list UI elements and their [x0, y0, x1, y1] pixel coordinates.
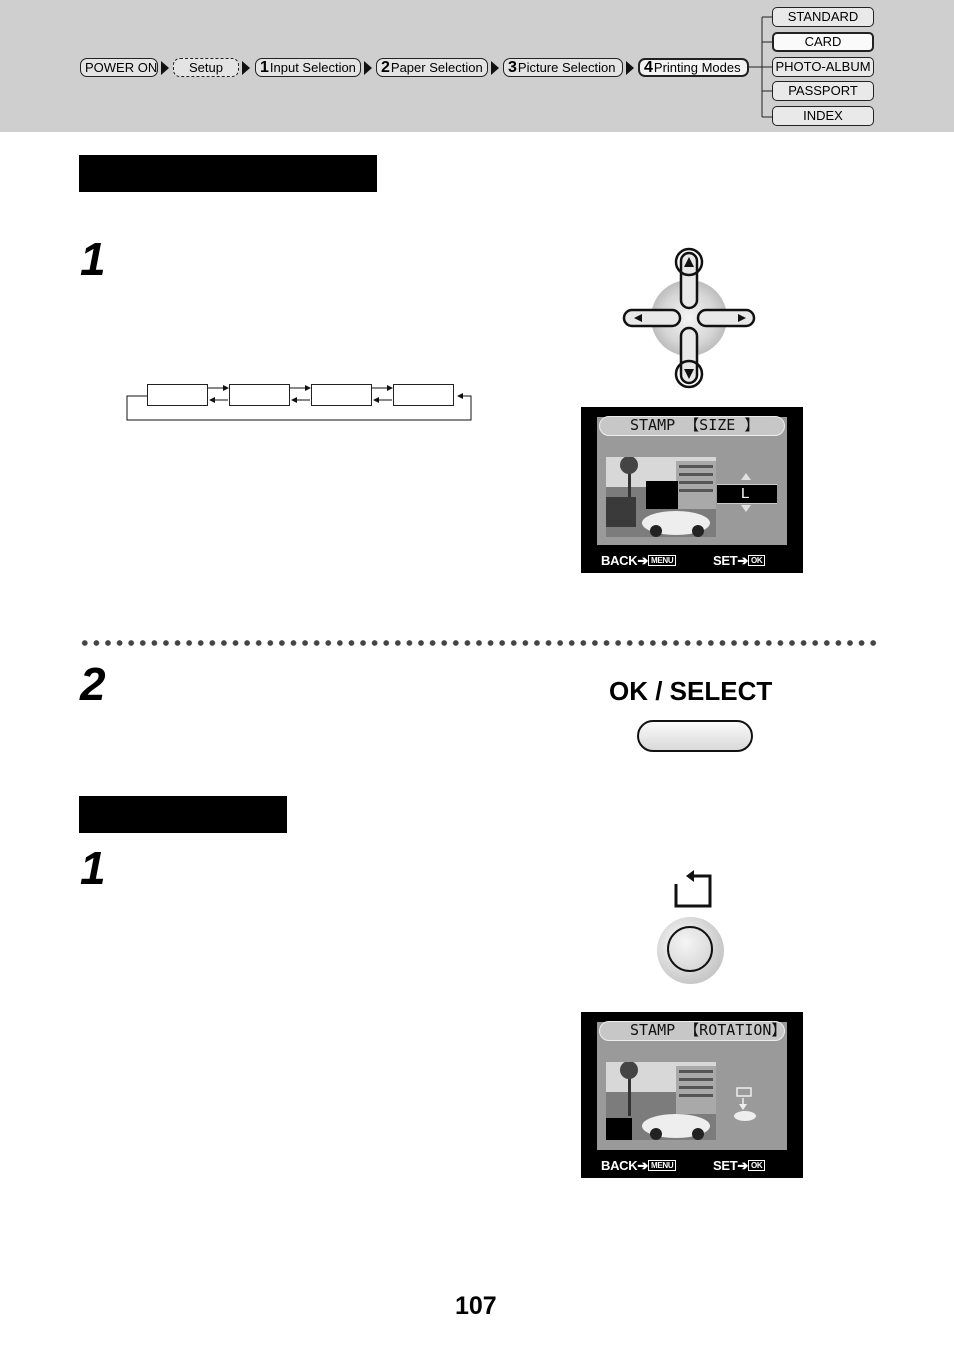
lcd-screen-size: STAMP 【SIZE 】 L BACK➔MENU SET➔OK: [581, 407, 803, 573]
flow-box: [393, 384, 454, 406]
breadcrumb-picture-selection: 3 Picture Selection: [503, 58, 623, 77]
size-value-field: L: [717, 484, 777, 504]
flow-box: [147, 384, 208, 406]
rotate-button-bezel: [657, 917, 724, 984]
flow-box: [311, 384, 372, 406]
set-label: SET: [713, 553, 738, 568]
lcd-back-hint: BACK➔MENU: [601, 1158, 677, 1174]
breadcrumb-arrow-icon: [364, 61, 372, 75]
lcd-title: STAMP 【SIZE 】: [599, 416, 785, 436]
breadcrumb-label: Setup: [189, 60, 223, 75]
breadcrumb-power-on: POWER ON: [80, 58, 158, 77]
step-number: 1: [80, 842, 106, 894]
breadcrumb-label: Picture Selection: [517, 60, 616, 75]
menu-key: MENU: [647, 1160, 677, 1171]
breadcrumb-arrow-icon: [626, 61, 634, 75]
back-label: BACK: [601, 553, 638, 568]
rotate-button[interactable]: [667, 926, 713, 972]
lcd-title: STAMP 【ROTATION】: [599, 1021, 786, 1041]
back-label: BACK: [601, 1158, 638, 1173]
ok-select-label: OK / SELECT: [609, 676, 773, 706]
scroll-down-icon: [741, 505, 751, 512]
ok-key: OK: [747, 1160, 766, 1171]
lcd-set-hint: SET➔OK: [713, 553, 766, 569]
mode-tree-connector: [748, 16, 772, 118]
lcd-back-hint: BACK➔MENU: [601, 553, 677, 569]
breadcrumb-input-selection: 1 Input Selection: [255, 58, 361, 77]
breadcrumb-number: 4: [644, 59, 653, 76]
mode-passport: PASSPORT: [772, 81, 874, 101]
breadcrumb-label: Input Selection: [269, 60, 356, 75]
lcd-screen-rotation: STAMP 【ROTATION】 BACK➔MENU SET➔OK: [581, 1012, 803, 1178]
flow-box: [229, 384, 290, 406]
dpad-icon: [622, 247, 756, 389]
step-number: 2: [80, 658, 106, 710]
set-label: SET: [713, 1158, 738, 1173]
page-number: 107: [455, 1292, 497, 1320]
mode-card: CARD: [772, 32, 874, 52]
breadcrumb-paper-selection: 2 Paper Selection: [376, 58, 488, 77]
section-heading-bar: [79, 155, 377, 192]
breadcrumb-printing-modes: 4 Printing Modes: [638, 58, 749, 77]
mode-index: INDEX: [772, 106, 874, 126]
menu-key: MENU: [647, 555, 677, 566]
photo-thumbnail: [606, 457, 716, 537]
mode-standard: STANDARD: [772, 7, 874, 27]
breadcrumb-setup: Setup: [173, 58, 239, 77]
section-heading-bar: [79, 796, 287, 833]
lcd-set-hint: SET➔OK: [713, 1158, 766, 1174]
dotted-divider: [79, 639, 877, 647]
breadcrumb-number: 2: [381, 59, 390, 76]
cycle-flow-diagram: [126, 385, 472, 421]
photo-thumbnail: [606, 1062, 716, 1140]
breadcrumb-arrow-icon: [491, 61, 499, 75]
breadcrumb-arrow-icon: [242, 61, 250, 75]
ok-key: OK: [747, 555, 766, 566]
mode-photo-album: PHOTO-ALBUM: [772, 57, 874, 77]
rotate-icon: [674, 870, 712, 908]
breadcrumb-number: 3: [508, 59, 517, 76]
breadcrumb-label: Paper Selection: [390, 60, 483, 75]
breadcrumb-arrow-icon: [161, 61, 169, 75]
step-number: 1: [80, 233, 106, 285]
breadcrumb-label: Printing Modes: [653, 60, 741, 75]
breadcrumb-label: POWER ON: [85, 60, 158, 75]
size-value: L: [741, 485, 750, 502]
scroll-up-icon: [741, 473, 751, 480]
rotate-hint-icon: [734, 1087, 756, 1121]
ok-select-button[interactable]: [637, 720, 753, 752]
breadcrumb-number: 1: [260, 59, 269, 76]
